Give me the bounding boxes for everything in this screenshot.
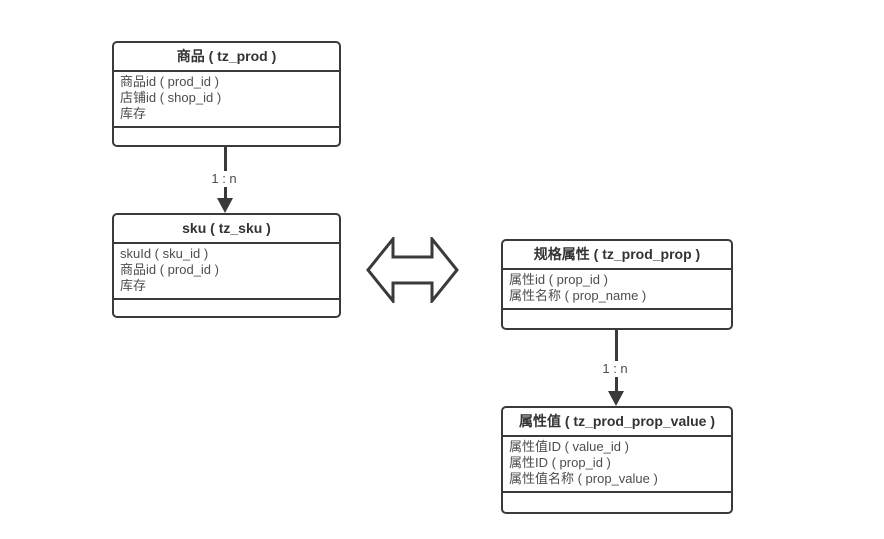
entity-field: 属性ID ( prop_id ): [509, 455, 611, 470]
entity-table-prod-prop-value[interactable]: 属性值 ( tz_prod_prop_value ) 属性值ID ( value…: [501, 406, 733, 514]
entity-field: 属性名称 ( prop_name ): [509, 288, 647, 303]
entity-field: skuId ( sku_id ): [120, 246, 209, 261]
entity-table-prod-prop-value-fields: 属性值ID ( value_id ) 属性ID ( prop_id ) 属性值名…: [503, 437, 731, 491]
entity-table-sku[interactable]: sku ( tz_sku ) skuId ( sku_id ) 商品id ( p…: [112, 213, 341, 318]
relation-cardinality-label: 1 : n: [207, 171, 241, 187]
arrowhead-down-icon: [608, 391, 624, 406]
entity-table-empty-section: [503, 491, 731, 512]
entity-field: 店铺id ( shop_id ): [120, 90, 222, 105]
entity-field: 属性值名称 ( prop_value ): [509, 471, 658, 486]
arrowhead-down-icon: [217, 198, 233, 213]
entity-table-empty-section: [114, 126, 339, 145]
entity-table-prod-prop-fields: 属性id ( prop_id ) 属性名称 ( prop_name ): [503, 270, 731, 308]
entity-table-prod-prop[interactable]: 规格属性 ( tz_prod_prop ) 属性id ( prop_id ) 属…: [501, 239, 733, 330]
entity-field: 库存: [120, 278, 147, 293]
entity-table-prod-prop-value-title: 属性值 ( tz_prod_prop_value ): [503, 408, 731, 437]
entity-table-sku-title: sku ( tz_sku ): [114, 215, 339, 244]
entity-table-prod-title: 商品 ( tz_prod ): [114, 43, 339, 72]
entity-table-prod[interactable]: 商品 ( tz_prod ) 商品id ( prod_id ) 店铺id ( s…: [112, 41, 341, 147]
entity-field: 商品id ( prod_id ): [120, 74, 219, 89]
double-arrow-icon[interactable]: [366, 237, 459, 303]
entity-field: 商品id ( prod_id ): [120, 262, 219, 277]
entity-table-prod-fields: 商品id ( prod_id ) 店铺id ( shop_id ) 库存: [114, 72, 339, 126]
entity-table-empty-section: [114, 298, 339, 316]
relation-cardinality-label: 1 : n: [598, 361, 632, 377]
entity-table-sku-fields: skuId ( sku_id ) 商品id ( prod_id ) 库存: [114, 244, 339, 298]
entity-field: 属性id ( prop_id ): [509, 272, 608, 287]
entity-table-prod-prop-title: 规格属性 ( tz_prod_prop ): [503, 241, 731, 270]
entity-field: 库存: [120, 106, 147, 121]
entity-field: 属性值ID ( value_id ): [509, 439, 629, 454]
entity-table-empty-section: [503, 308, 731, 328]
